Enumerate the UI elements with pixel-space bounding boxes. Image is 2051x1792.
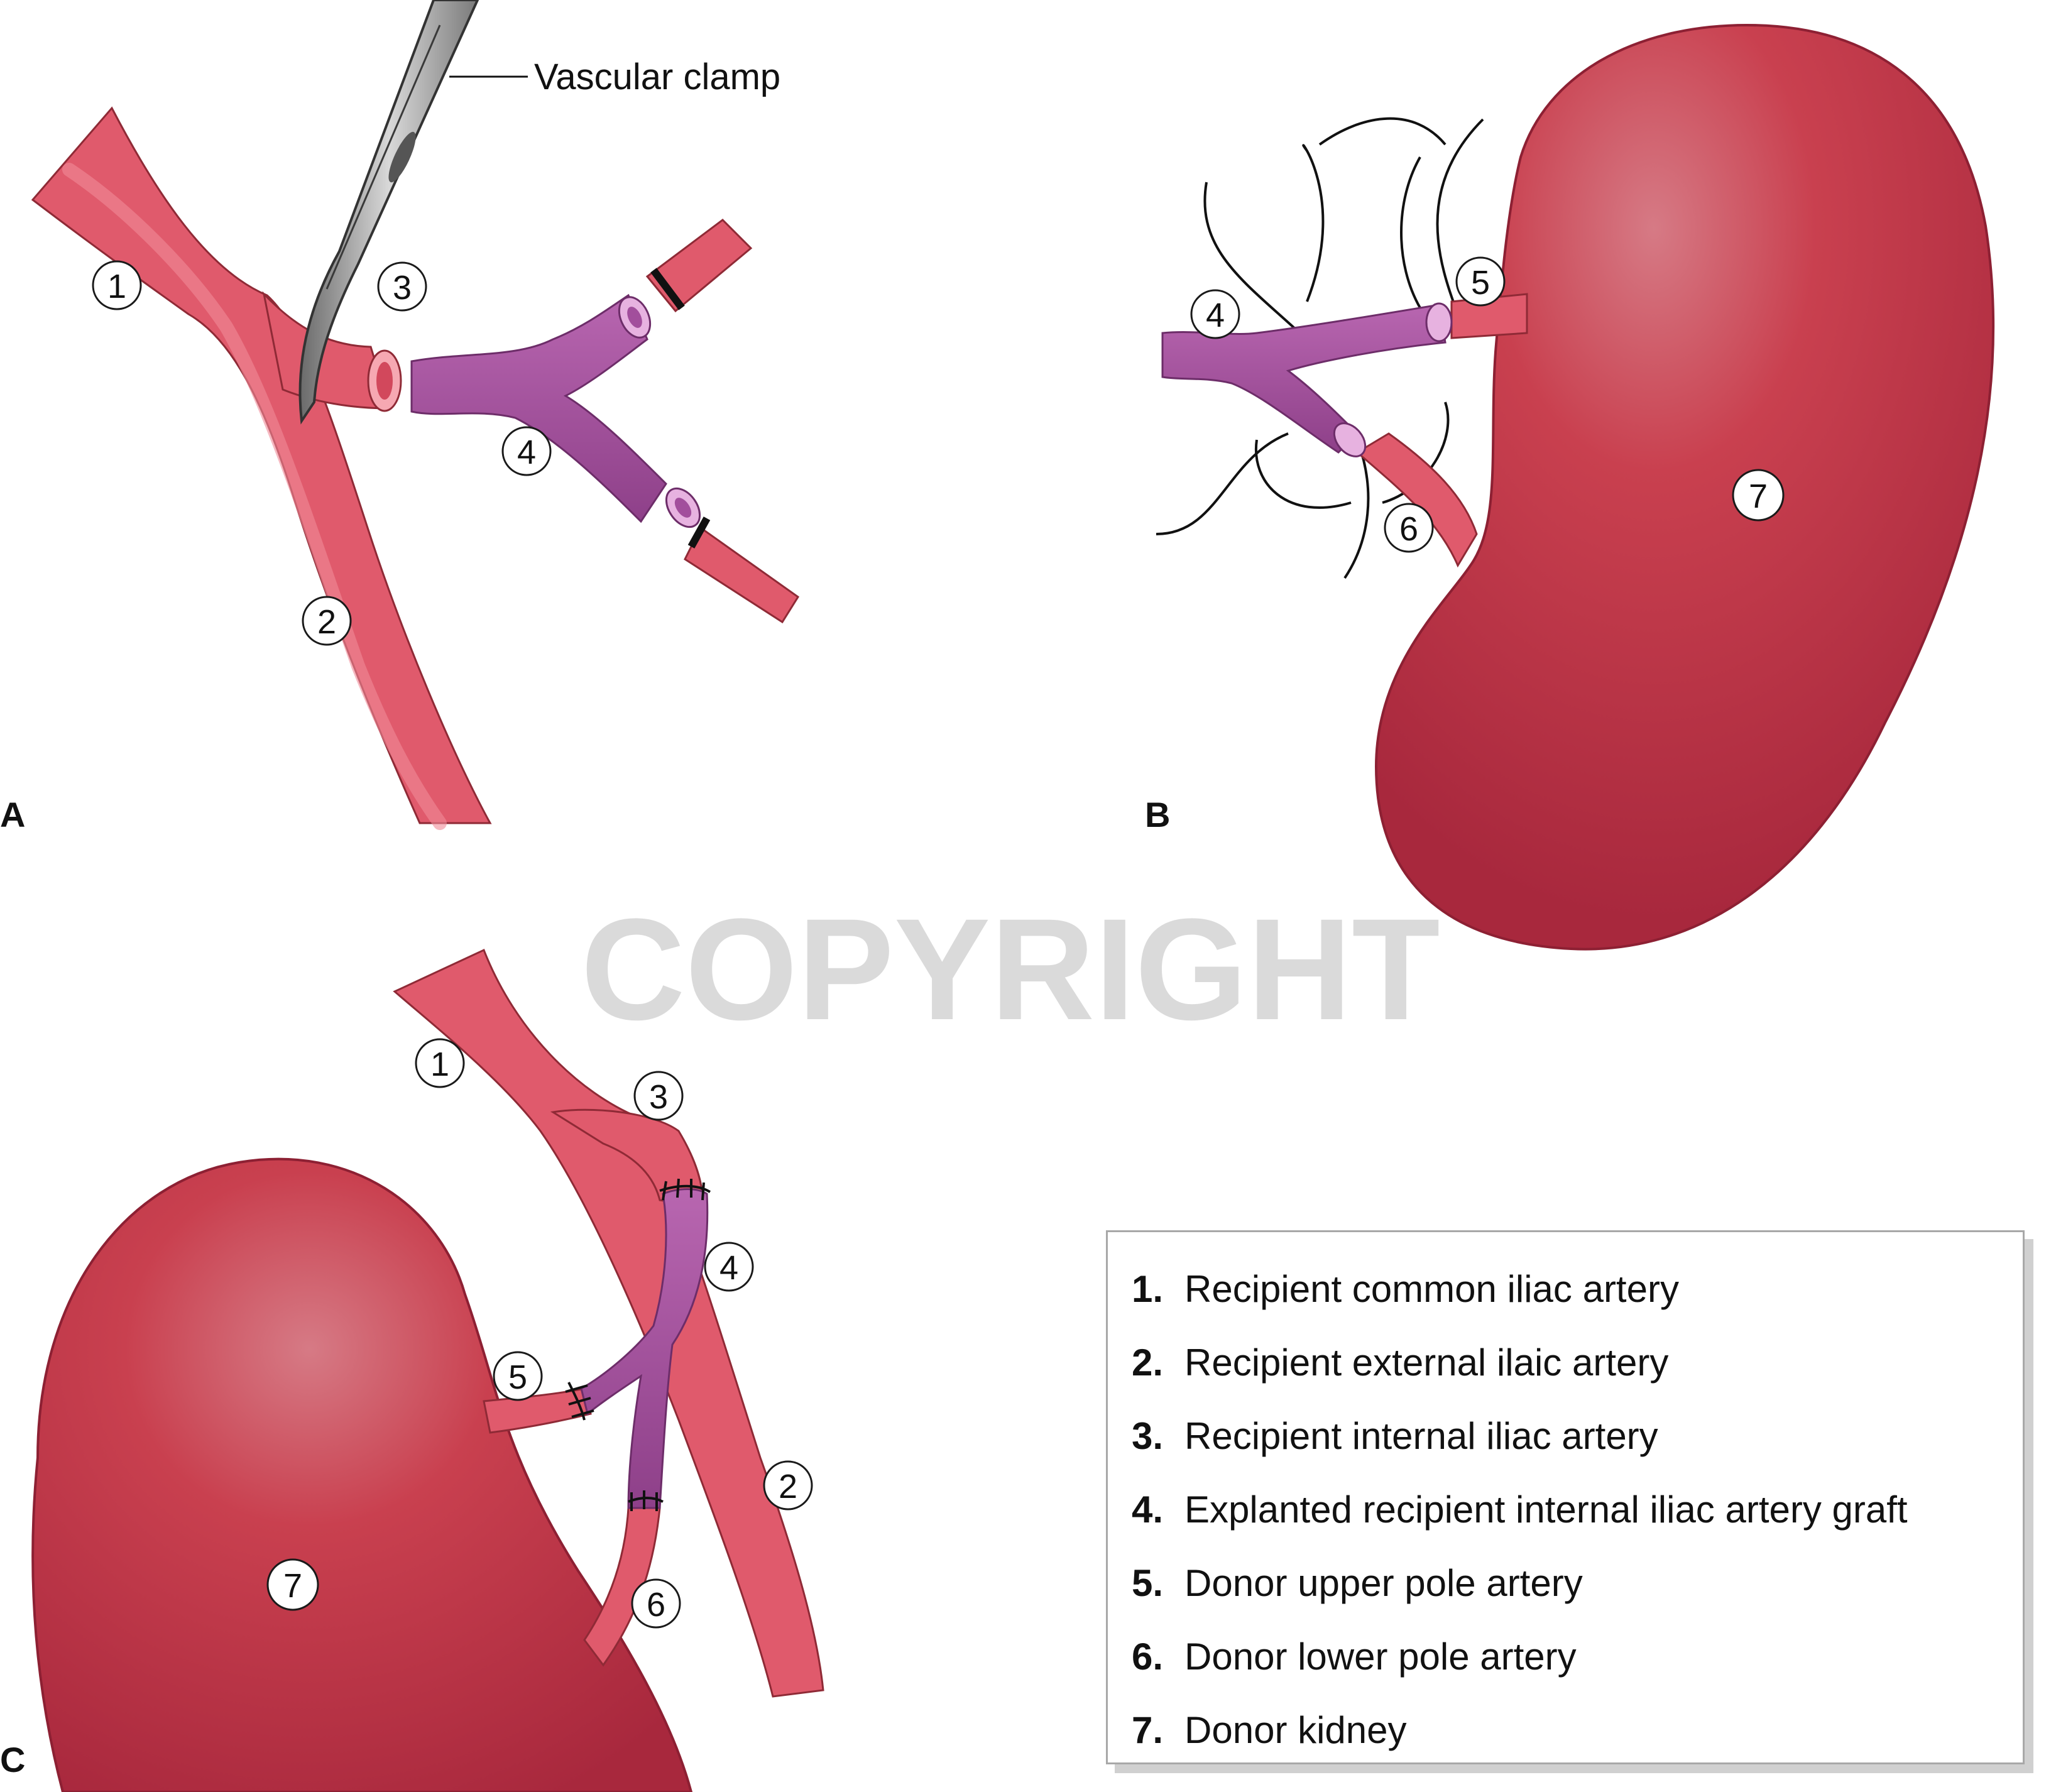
number-2-a: 2 bbox=[302, 596, 352, 646]
donor-lower-pole-artery-c bbox=[583, 1507, 661, 1667]
legend-item: 6. Donor lower pole artery bbox=[1132, 1620, 1999, 1693]
number-2-c: 2 bbox=[763, 1460, 813, 1511]
svg-text:4: 4 bbox=[1206, 297, 1225, 334]
number-3-a: 3 bbox=[377, 261, 427, 312]
svg-text:5: 5 bbox=[508, 1358, 527, 1396]
legend-item: 5. Donor upper pole artery bbox=[1132, 1546, 1999, 1620]
vascular-clamp bbox=[298, 0, 479, 425]
number-6-b: 6 bbox=[1384, 503, 1434, 553]
legend-item: 1. Recipient common iliac artery bbox=[1132, 1252, 1999, 1326]
legend-item: 7. Donor kidney bbox=[1132, 1693, 1999, 1767]
legend-item: 2. Recipient external ilaic artery bbox=[1132, 1326, 1999, 1399]
legend-text: Recipient external ilaic artery bbox=[1184, 1341, 1669, 1384]
svg-text:7: 7 bbox=[1749, 478, 1768, 515]
panel-letter-c: C bbox=[0, 1740, 25, 1779]
legend-text: Donor upper pole artery bbox=[1184, 1562, 1583, 1604]
svg-text:2: 2 bbox=[317, 603, 336, 641]
svg-text:3: 3 bbox=[649, 1078, 668, 1116]
svg-text:4: 4 bbox=[719, 1249, 738, 1287]
legend-number: 6. bbox=[1132, 1636, 1164, 1678]
svg-text:6: 6 bbox=[647, 1586, 665, 1624]
number-4-c: 4 bbox=[704, 1242, 754, 1292]
number-7-b: 7 bbox=[1732, 469, 1785, 522]
artery-common-external-iliac-a bbox=[31, 106, 492, 824]
svg-text:2: 2 bbox=[779, 1468, 797, 1505]
number-5-b: 5 bbox=[1455, 256, 1506, 307]
svg-text:1: 1 bbox=[107, 268, 126, 305]
svg-text:1: 1 bbox=[430, 1046, 449, 1083]
panel-letter-b: B bbox=[1145, 795, 1170, 834]
ligated-lower-branch bbox=[684, 526, 800, 624]
copyright-watermark: COPYRIGHT bbox=[581, 888, 1440, 1050]
number-6-c: 6 bbox=[631, 1578, 681, 1629]
svg-text:5: 5 bbox=[1471, 264, 1490, 302]
legend-text: Recipient common iliac artery bbox=[1184, 1268, 1679, 1310]
panel-c: 1 3 4 5 2 6 7 C bbox=[0, 948, 824, 1792]
donor-lower-pole-artery-b bbox=[1355, 432, 1478, 568]
ligated-upper-branch bbox=[645, 219, 753, 313]
legend-text: Explanted recipient internal iliac arter… bbox=[1184, 1489, 1908, 1531]
legend-box: 1. Recipient common iliac artery 2. Reci… bbox=[1106, 1230, 2025, 1764]
legend-number: 2. bbox=[1132, 1341, 1164, 1384]
legend-number: 5. bbox=[1132, 1562, 1164, 1604]
panel-letter-a: A bbox=[0, 795, 25, 834]
number-4-b: 4 bbox=[1190, 289, 1240, 339]
number-4-a: 4 bbox=[501, 426, 552, 476]
legend-text: Donor lower pole artery bbox=[1184, 1636, 1577, 1678]
artery-highlight-a bbox=[62, 163, 447, 830]
legend-number: 1. bbox=[1132, 1268, 1164, 1310]
legend-item: 3. Recipient internal iliac artery bbox=[1132, 1399, 1999, 1473]
svg-text:6: 6 bbox=[1399, 510, 1418, 548]
number-1-a: 1 bbox=[92, 260, 142, 310]
anastomosis-sutures bbox=[565, 1178, 711, 1511]
legend-text: Recipient internal iliac artery bbox=[1184, 1415, 1658, 1457]
number-1-c: 1 bbox=[415, 1038, 465, 1088]
graft-c bbox=[580, 1188, 709, 1509]
number-3-c: 3 bbox=[633, 1071, 684, 1121]
number-7-c: 7 bbox=[266, 1558, 319, 1611]
panel-a: Vascular clamp 1 3 4 2 A bbox=[0, 0, 800, 834]
legend-number: 4. bbox=[1132, 1489, 1164, 1531]
graft-b bbox=[1161, 303, 1447, 454]
graft-a bbox=[410, 293, 667, 523]
legend-number: 3. bbox=[1132, 1415, 1164, 1457]
svg-text:3: 3 bbox=[393, 269, 412, 307]
legend-text: Donor kidney bbox=[1184, 1709, 1407, 1751]
legend-item: 4. Explanted recipient internal iliac ar… bbox=[1132, 1473, 1999, 1546]
svg-text:7: 7 bbox=[283, 1567, 302, 1605]
svg-text:4: 4 bbox=[517, 434, 536, 471]
clamp-label: Vascular clamp bbox=[534, 57, 780, 97]
donor-kidney-c bbox=[31, 1157, 693, 1792]
donor-kidney-b bbox=[1374, 23, 1995, 951]
panel-b: 4 5 6 7 B bbox=[1145, 23, 1995, 951]
number-5-c: 5 bbox=[493, 1351, 543, 1401]
legend-number: 7. bbox=[1132, 1709, 1164, 1751]
